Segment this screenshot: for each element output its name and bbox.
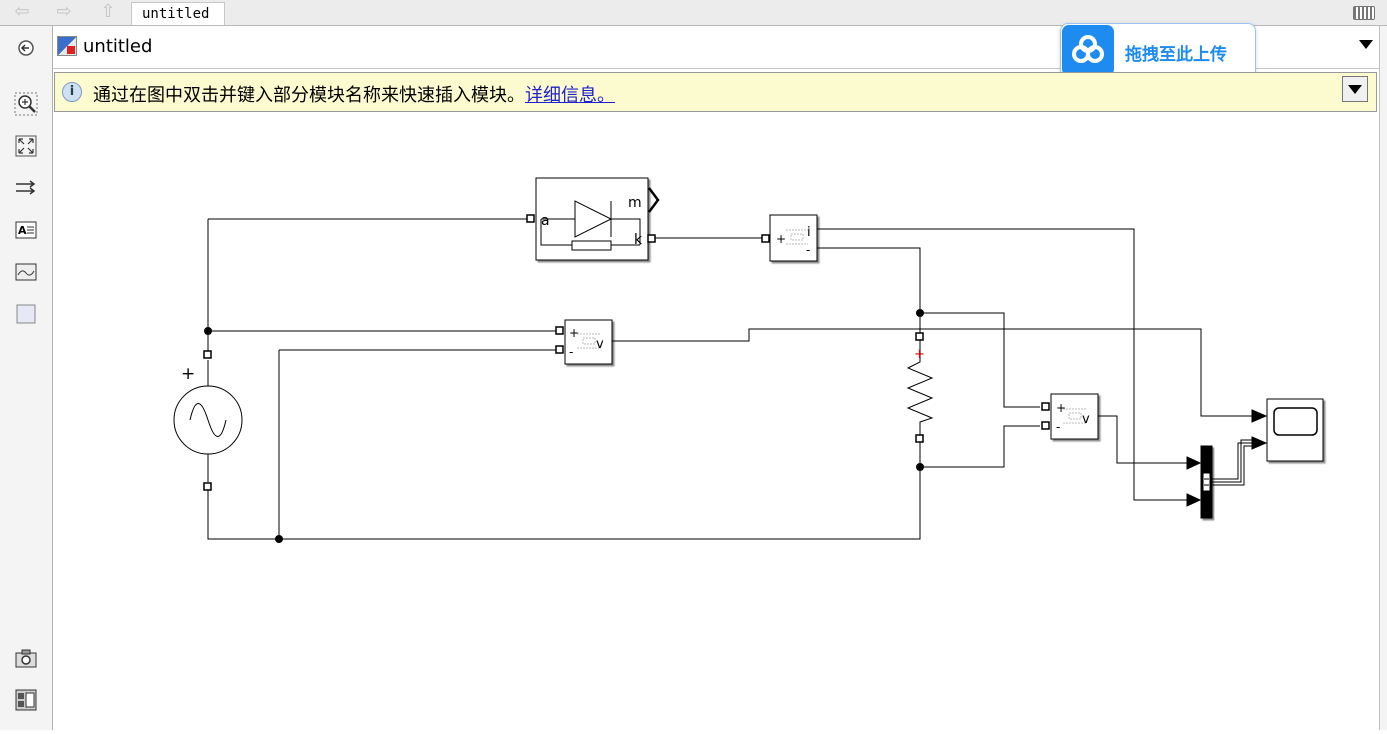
thyristor-block[interactable]: a m k xyxy=(526,177,660,261)
ac-voltage-source[interactable]: + xyxy=(173,350,243,491)
voltage2-plus: + xyxy=(1056,401,1066,415)
info-options-dropdown[interactable] xyxy=(1342,76,1368,102)
forward-arrow-icon[interactable]: ⇨ xyxy=(56,1,72,22)
cloud-upload-icon xyxy=(1062,25,1114,76)
wires xyxy=(207,218,1252,540)
info-icon: i xyxy=(62,82,82,102)
voltage1-plus: + xyxy=(569,326,579,340)
camera-icon[interactable] xyxy=(14,646,38,670)
current-measurement-block[interactable]: + - i xyxy=(761,214,818,262)
model-browser-icon[interactable] xyxy=(14,688,38,712)
fit-view-icon[interactable] xyxy=(14,134,38,158)
voltage1-minus: - xyxy=(569,345,573,359)
mux-block[interactable] xyxy=(1186,445,1213,519)
zoom-icon[interactable] xyxy=(14,92,38,116)
info-details-link[interactable]: 详细信息。 xyxy=(525,85,615,106)
diagram-svg[interactable]: a m k + - i + - v + - v + xyxy=(54,113,1379,730)
resistor-block[interactable]: + xyxy=(906,332,934,443)
voltage-measurement-1-block[interactable]: + - v xyxy=(555,319,613,365)
resistor-plus: + xyxy=(914,347,925,362)
thyristor-port-m: m xyxy=(628,195,642,211)
scope-block[interactable] xyxy=(1251,398,1324,462)
svg-text:A: A xyxy=(18,224,27,237)
hide-browser-icon[interactable] xyxy=(14,36,38,60)
current-minus: - xyxy=(806,243,810,257)
voltage1-out: v xyxy=(596,337,604,352)
junction-dot xyxy=(204,327,212,335)
info-bar: i 通过在图中双击并键入部分模块名称来快速插入模块。详细信息。 xyxy=(54,72,1377,112)
scrollbar-edge[interactable] xyxy=(1379,26,1387,730)
model-name[interactable]: untitled xyxy=(83,36,153,57)
up-arrow-icon[interactable]: ⇧ xyxy=(100,1,116,22)
source-plus: + xyxy=(181,364,195,384)
info-message-text: 通过在图中双击并键入部分模块名称来快速插入模块。 xyxy=(93,85,525,106)
chevron-down-icon[interactable] xyxy=(1359,40,1373,49)
simulink-model-icon xyxy=(57,36,77,56)
junction-dot xyxy=(916,309,924,317)
info-message: 通过在图中双击并键入部分模块名称来快速插入模块。详细信息。 xyxy=(93,81,615,107)
voltage-measurement-2-block[interactable]: + - v xyxy=(1041,393,1099,440)
image-icon[interactable] xyxy=(14,260,38,284)
current-plus: + xyxy=(776,232,786,246)
left-toolbar: A xyxy=(0,26,53,730)
upload-label: 拖拽至此上传 xyxy=(1125,45,1227,65)
keyboard-icon[interactable] xyxy=(1353,6,1375,20)
upload-badge[interactable]: 拖拽至此上传 xyxy=(1060,23,1256,80)
annotation-icon[interactable]: A xyxy=(14,218,38,242)
thyristor-port-a: a xyxy=(541,213,550,229)
junctions xyxy=(204,309,924,543)
voltage2-minus: - xyxy=(1056,420,1060,434)
diagram-canvas[interactable]: a m k + - i + - v + - v + xyxy=(54,113,1379,730)
current-out: i xyxy=(807,225,811,240)
junction-dot xyxy=(916,463,924,471)
tab-untitled[interactable]: untitled xyxy=(131,2,225,25)
voltage2-out: v xyxy=(1082,412,1090,427)
signal-lines-icon[interactable] xyxy=(14,176,38,200)
area-icon[interactable] xyxy=(14,302,38,326)
back-arrow-icon[interactable]: ⇦ xyxy=(14,1,30,22)
thyristor-port-k: k xyxy=(634,232,643,248)
tab-bar: ⇦ ⇨ ⇧ untitled xyxy=(0,0,1387,26)
junction-dot xyxy=(275,535,283,543)
